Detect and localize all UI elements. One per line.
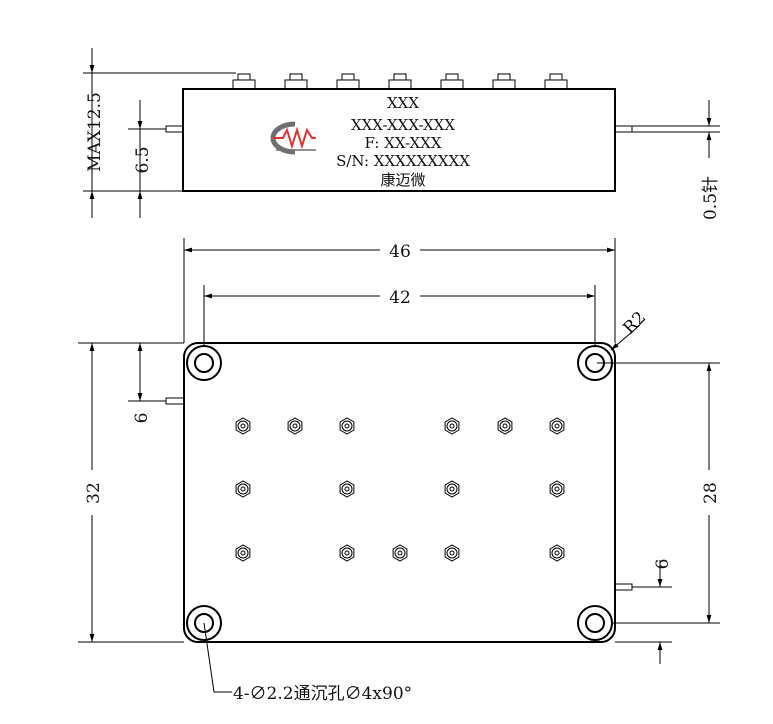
connector-stud	[339, 417, 355, 435]
label-line-2: XXX-XXX-XXX	[351, 116, 455, 134]
connector	[232, 73, 256, 90]
connector	[492, 73, 516, 90]
dim-height-outer: 32	[78, 342, 184, 643]
top-body	[183, 342, 616, 643]
dim-pin-height: 6.5	[128, 100, 166, 218]
hole-note-label: 4-∅2.2通沉孔∅4x90°	[233, 684, 412, 704]
dim-max-height-label: MAX12.5	[85, 92, 105, 172]
dim-right-pin-offset: 6	[615, 559, 673, 664]
hole-note: 4-∅2.2通沉孔∅4x90°	[203, 622, 412, 704]
connector-stud	[444, 417, 460, 435]
connector-stud	[235, 480, 251, 498]
connector-studs	[235, 417, 565, 562]
dim-height-holes-label: 28	[701, 482, 721, 504]
left-pin	[165, 125, 184, 133]
dim-width-holes: 42	[203, 285, 596, 346]
connector-stud	[235, 417, 251, 435]
connector-stud	[339, 544, 355, 562]
dim-left-pin-offset: 6	[128, 343, 166, 423]
label-line-5: 康迈微	[380, 171, 425, 189]
connector-stud	[549, 544, 565, 562]
label-line-3: F: XX-XXX	[364, 134, 441, 152]
dim-height-outer-label: 32	[84, 482, 104, 504]
connector-stud	[444, 544, 460, 562]
connector-stud	[392, 544, 408, 562]
connector-stud	[235, 544, 251, 562]
dim-right-pin-offset-label: 6	[653, 559, 673, 570]
connector	[336, 73, 360, 90]
dim-corner-radius: R2	[610, 308, 650, 351]
right-side-pin	[614, 583, 633, 591]
mounting-hole-top-left	[186, 345, 222, 381]
label-line-4: S/N: XXXXXXXXX	[336, 152, 470, 170]
dim-height-holes: 28	[597, 362, 721, 624]
connector-stud	[339, 480, 355, 498]
company-logo	[270, 121, 316, 155]
connector-stud	[549, 480, 565, 498]
dim-left-pin-offset-label: 6	[132, 413, 152, 424]
dim-pin-height-label: 6.5	[133, 146, 153, 173]
right-pin	[614, 125, 633, 133]
dim-corner-radius-label: R2	[619, 308, 650, 339]
mounting-hole-bottom-right	[577, 605, 613, 641]
connector	[440, 73, 464, 90]
connector-stud	[287, 417, 303, 435]
dim-pin-diameter: 0.5针	[632, 100, 721, 220]
dim-width-outer: 46	[183, 238, 616, 343]
dim-width-outer-label: 46	[389, 242, 411, 262]
mounting-hole-bottom-left	[186, 605, 222, 641]
dim-max-height: MAX12.5	[83, 48, 236, 218]
connector-stud	[497, 417, 513, 435]
connector	[284, 73, 308, 90]
connector	[544, 73, 568, 90]
dim-width-holes-label: 42	[389, 288, 411, 308]
top-view: 46 42 R2 32 6	[78, 238, 721, 704]
dim-pin-diameter-label: 0.5针	[701, 176, 721, 220]
connector	[388, 73, 412, 90]
connector-stud	[444, 480, 460, 498]
label-line-1: XXX	[387, 94, 419, 112]
side-view: XXX XXX-XXX-XXX F: XX-XXX S/N: XXXXXXXXX…	[83, 48, 721, 220]
left-side-pin	[165, 397, 185, 405]
connector-stud	[549, 417, 565, 435]
top-connectors	[232, 73, 568, 90]
